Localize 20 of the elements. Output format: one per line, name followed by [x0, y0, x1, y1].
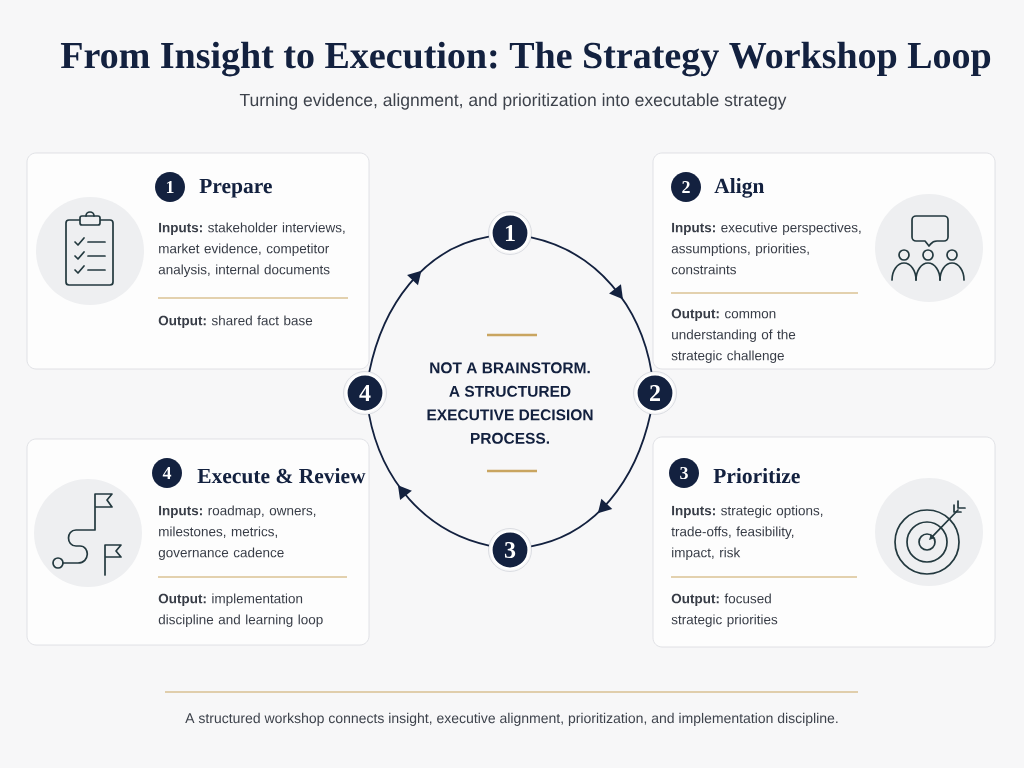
- card-heading: Prepare: [199, 178, 272, 198]
- number-badge: 2: [671, 172, 701, 202]
- card-text: Output: focused strategic priorities: [671, 593, 778, 627]
- card-heading: Align: [714, 178, 765, 198]
- card-heading: Prioritize: [713, 468, 800, 484]
- title: From Insight to Execution: The Strategy Workshop Loop: [60, 41, 991, 77]
- number-badge: 4: [152, 458, 182, 488]
- card-text: Output: implementation discipline and learning loop: [158, 593, 323, 627]
- caption: A structured workshop connects insight, executive alignment, prioritization, and implementation discipline.: [185, 712, 838, 726]
- center-statement: NOT A BRAINSTORM. A STRUCTURED EXECUTIVE DECISION PROCESS.: [427, 362, 593, 444]
- card-text: Output: common understanding of the strategic challenge: [671, 308, 796, 363]
- card-text: Inputs: strategic options, trade-offs, feasibility, impact, risk: [671, 505, 823, 560]
- card-heading: Execute & Review: [197, 468, 366, 484]
- card-text: Inputs: stakeholder interviews, market evidence, competitor analysis, internal documents: [158, 222, 345, 277]
- number-badge: 3: [669, 458, 699, 488]
- subtitle: Turning evidence, alignment, and prioritization into executable strategy: [239, 93, 787, 110]
- card-text: Inputs: executive perspectives, assumptions, priorities, constraints: [671, 222, 861, 275]
- card-text: Output: shared fact base: [158, 315, 313, 328]
- card-text: Inputs: roadmap, owners, milestones, metrics, governance cadence: [158, 505, 316, 560]
- number-badge: 1: [155, 172, 185, 202]
